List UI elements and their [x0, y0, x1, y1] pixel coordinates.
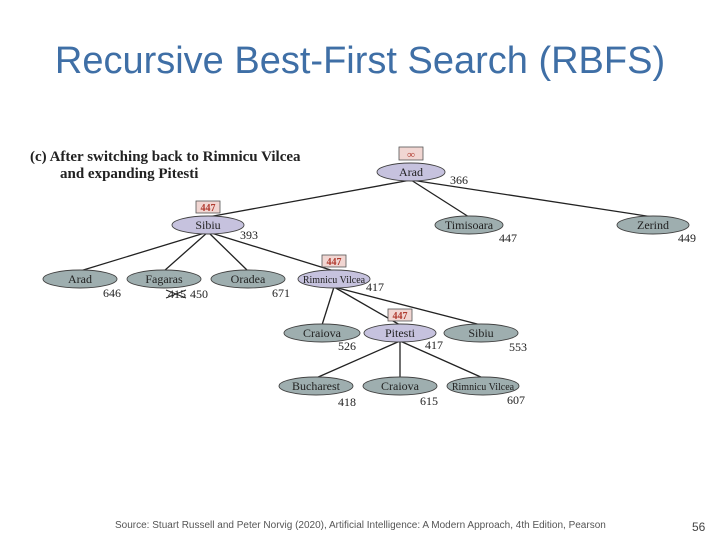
node-sibiu-2: Sibiu — [443, 323, 519, 343]
node-craiova-1-label: Craiova — [303, 326, 342, 340]
node-oradea-label: Oradea — [231, 272, 266, 286]
node-bucharest-label: Bucharest — [292, 379, 341, 393]
edge-sibiu-arad — [79, 231, 209, 272]
limit-box-rimnicu: 447 — [321, 254, 347, 268]
edge-sibiu-fagaras — [163, 231, 209, 272]
edge-sibiu-rimnicu — [207, 231, 335, 272]
edge-arad-zerind — [410, 179, 654, 218]
f-value-oradea: 671 — [272, 286, 290, 300]
f-value-sibiu: 393 — [240, 228, 258, 242]
limit-box-pitesti: 447 — [387, 308, 413, 322]
f-value-bucharest: 418 — [338, 395, 356, 409]
node-fagaras-label: Fagaras — [145, 272, 183, 286]
node-timisoara-label: Timisoara — [445, 218, 494, 232]
f-value-sibiu-2: 553 — [509, 340, 527, 354]
edge-pitesti-bucharest — [315, 340, 401, 379]
node-rimnicu-2-label: Rimnicu Vilcea — [452, 382, 515, 393]
f-value-fagaras: 450 — [190, 287, 208, 301]
node-sibiu-label: Sibiu — [195, 218, 220, 232]
f-value-zerind: 449 — [678, 231, 696, 245]
node-craiova-1: Craiova — [283, 323, 361, 343]
node-craiova-2-label: Craiova — [381, 379, 420, 393]
node-oradea: Oradea — [210, 269, 286, 289]
source-citation: Source: Stuart Russell and Peter Norvig … — [115, 520, 606, 531]
limit-box-arad: ∞ — [398, 146, 424, 161]
limit-box-sibiu: 447 — [195, 200, 221, 214]
node-sibiu-2-label: Sibiu — [468, 326, 493, 340]
node-craiova-2: Craiova — [362, 376, 438, 396]
limit-sibiu-value: 447 — [201, 203, 216, 214]
limit-rimnicu-value: 447 — [327, 257, 342, 268]
limit-pitesti-value: 447 — [393, 311, 408, 322]
slide-title: Recursive Best-First Search (RBFS) — [54, 40, 666, 82]
f-value-rimnicu: 417 — [366, 280, 384, 294]
node-bucharest: Bucharest — [278, 376, 354, 396]
limit-arad-value: ∞ — [407, 149, 415, 161]
node-arad-root-label: Arad — [399, 165, 423, 179]
edge-sibiu-oradea — [207, 231, 249, 272]
node-zerind: Zerind — [616, 215, 690, 235]
node-rimnicu-2: Rimnicu Vilcea — [446, 376, 520, 396]
edge-arad-timisoara — [410, 179, 470, 218]
f-value-fagaras-old-strike — [165, 289, 187, 299]
edge-arad-sibiu — [207, 179, 412, 218]
node-sibiu: Sibiu — [171, 215, 245, 235]
f-value-arad-root: 366 — [450, 173, 468, 187]
f-value-rimnicu-2: 607 — [507, 393, 525, 407]
node-pitesti-label: Pitesti — [385, 326, 416, 340]
node-fagaras: Fagaras — [126, 269, 202, 289]
edge-rimnicu-sibiu — [333, 286, 482, 326]
diagram-caption-line1: (c) After switching back to Rimnicu Vilc… — [30, 149, 301, 165]
node-zerind-label: Zerind — [637, 218, 669, 232]
f-value-pitesti: 417 — [425, 338, 443, 352]
node-rimnicu-label: Rimnicu Vilcea — [303, 275, 366, 286]
diagram-caption-line2: and expanding Pitesti — [60, 166, 198, 182]
f-value-arad-2: 646 — [103, 286, 121, 300]
node-pitesti: Pitesti — [363, 323, 437, 343]
edge-pitesti-rimnicu — [399, 340, 484, 379]
node-arad-2: Arad — [42, 269, 118, 289]
node-timisoara: Timisoara — [434, 215, 504, 235]
node-arad-2-label: Arad — [68, 272, 92, 286]
tree-edges — [79, 179, 654, 379]
f-value-timisoara: 447 — [499, 231, 517, 245]
edge-rimnicu-craiova — [321, 286, 335, 326]
node-arad-root: Arad — [376, 162, 446, 182]
f-value-craiova-2: 615 — [420, 394, 438, 408]
f-value-craiova-1: 526 — [338, 339, 356, 353]
page-number: 56 — [692, 520, 706, 534]
node-rimnicu: Rimnicu Vilcea — [297, 269, 371, 289]
